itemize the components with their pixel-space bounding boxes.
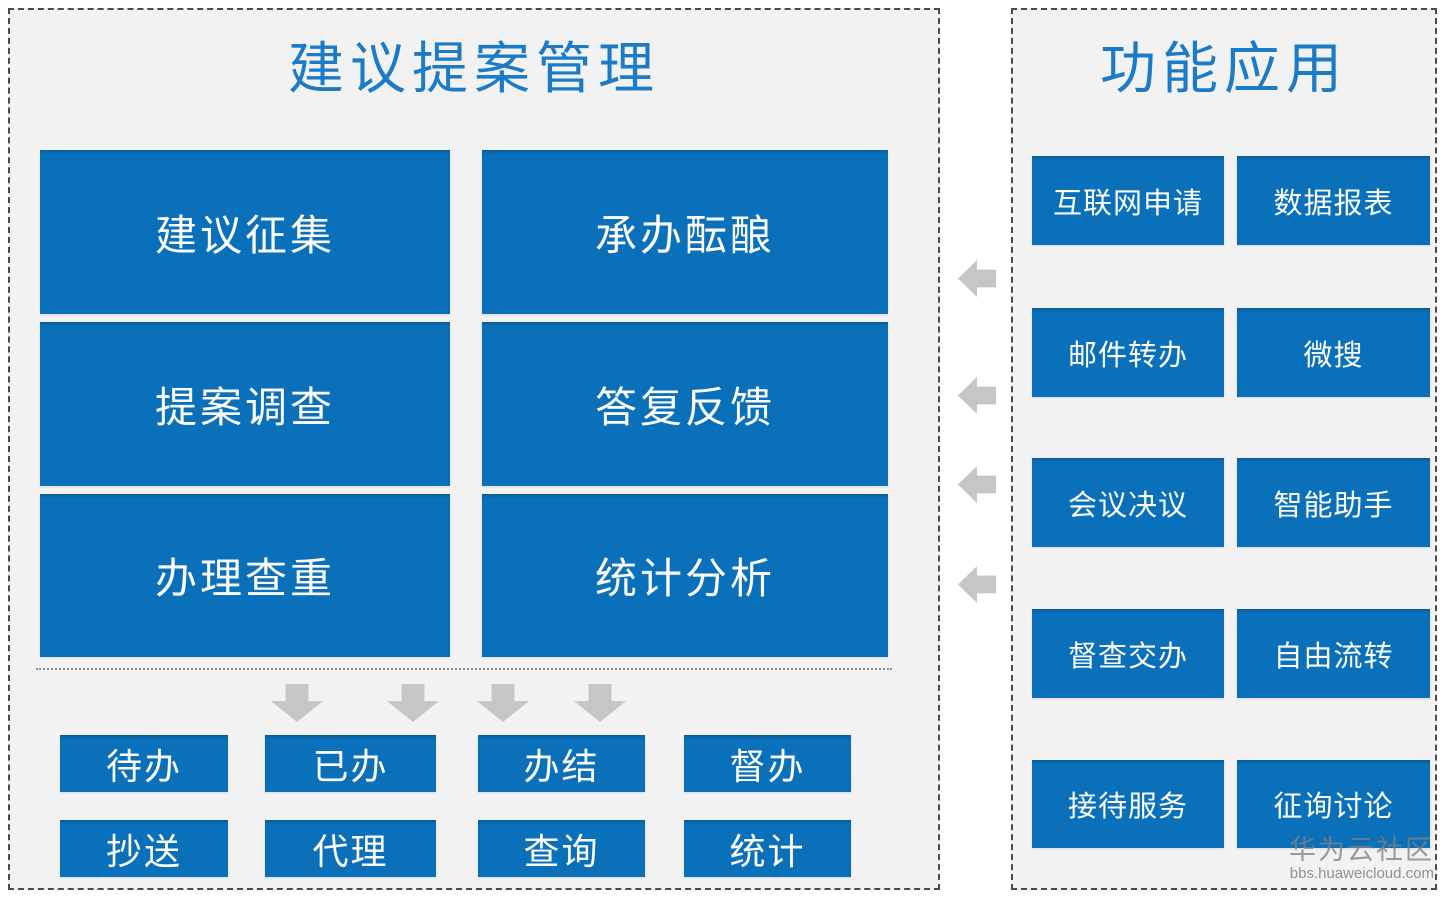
action-label: 办结 bbox=[523, 746, 600, 787]
module-label: 办理查重 bbox=[154, 557, 335, 603]
action-label: 统计 bbox=[729, 831, 806, 872]
action-box-todo: 待办 bbox=[60, 735, 228, 792]
action-label: 待办 bbox=[105, 746, 182, 787]
app-label: 会议决议 bbox=[1067, 489, 1188, 522]
app-label: 数据报表 bbox=[1273, 187, 1394, 220]
app-label: 智能助手 bbox=[1273, 489, 1394, 522]
app-label: 互联网申请 bbox=[1052, 187, 1203, 220]
app-box-free-flow: 自由流转 bbox=[1237, 609, 1430, 698]
function-apps-panel bbox=[1011, 8, 1437, 890]
app-box-reception-service: 接待服务 bbox=[1032, 760, 1224, 848]
app-label: 接待服务 bbox=[1067, 791, 1188, 823]
app-box-mail-transfer: 邮件转办 bbox=[1032, 308, 1224, 397]
app-label: 邮件转办 bbox=[1067, 339, 1188, 372]
right-panel-title: 功能应用 bbox=[1100, 39, 1348, 101]
app-box-consultation-discussion: 征询讨论 bbox=[1237, 760, 1430, 848]
action-label: 已办 bbox=[312, 746, 389, 787]
action-box-cc: 抄送 bbox=[60, 820, 228, 877]
watermark: 华为云社区 bbs.huaweicloud.com bbox=[1289, 835, 1434, 883]
watermark-url: bbs.huaweicloud.com bbox=[1289, 865, 1434, 882]
left-panel-title: 建议提案管理 bbox=[288, 39, 660, 101]
action-label: 督办 bbox=[729, 746, 806, 787]
app-label: 微搜 bbox=[1303, 339, 1364, 372]
action-box-delegate: 代理 bbox=[265, 820, 436, 877]
action-box-statistics: 统计 bbox=[684, 820, 851, 877]
app-box-smart-assistant: 智能助手 bbox=[1237, 458, 1430, 547]
left-arrow-icon bbox=[958, 260, 996, 297]
module-label: 承办酝酿 bbox=[594, 213, 775, 260]
module-box-statistical-analysis: 统计分析 bbox=[482, 494, 888, 657]
module-box-reply-feedback: 答复反馈 bbox=[482, 322, 888, 486]
app-label: 征询讨论 bbox=[1273, 791, 1394, 823]
action-label: 抄送 bbox=[105, 831, 182, 872]
module-box-proposal-survey: 提案调查 bbox=[40, 322, 450, 486]
action-box-done: 已办 bbox=[265, 735, 436, 792]
module-box-handling-dedup: 办理查重 bbox=[40, 494, 450, 657]
left-arrow-icon bbox=[958, 466, 996, 503]
action-box-supervise: 督办 bbox=[684, 735, 851, 792]
module-label: 答复反馈 bbox=[594, 385, 775, 432]
app-box-internet-apply: 互联网申请 bbox=[1032, 156, 1224, 245]
action-box-closed: 办结 bbox=[478, 735, 645, 792]
module-label: 提案调查 bbox=[154, 385, 335, 432]
app-box-meeting-resolution: 会议决议 bbox=[1032, 458, 1224, 547]
action-label: 代理 bbox=[312, 831, 389, 872]
app-label: 自由流转 bbox=[1273, 640, 1394, 673]
module-label: 建议征集 bbox=[154, 213, 335, 260]
module-box-undertake-deliberation: 承办酝酿 bbox=[482, 150, 888, 314]
watermark-brand: 华为云社区 bbox=[1289, 835, 1434, 865]
app-box-data-report: 数据报表 bbox=[1237, 156, 1430, 245]
app-box-wesearch: 微搜 bbox=[1237, 308, 1430, 397]
app-label: 督查交办 bbox=[1067, 640, 1188, 673]
dotted-divider bbox=[36, 668, 892, 670]
action-box-query: 查询 bbox=[478, 820, 645, 877]
app-box-supervision-assign: 督查交办 bbox=[1032, 609, 1224, 698]
module-box-suggestion-collection: 建议征集 bbox=[40, 150, 450, 314]
left-arrow-icon bbox=[958, 566, 996, 603]
left-arrow-icon bbox=[958, 377, 996, 414]
module-label: 统计分析 bbox=[594, 557, 775, 603]
action-label: 查询 bbox=[523, 831, 600, 872]
